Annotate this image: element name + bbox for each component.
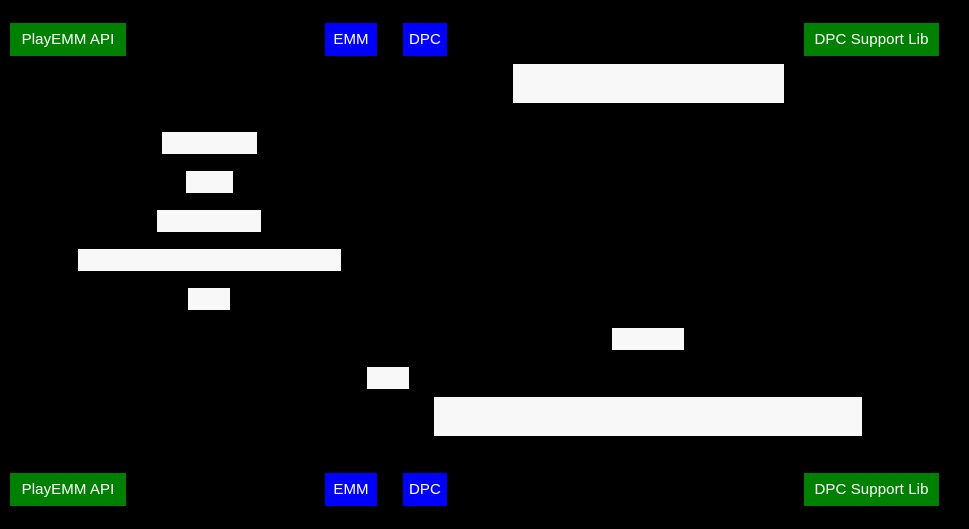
- participant-footer-dpc-label: DPC: [409, 481, 441, 498]
- participant-header-emm-label: EMM: [333, 31, 369, 48]
- participant-header-dpc-support-lib[interactable]: DPC Support Lib: [804, 23, 939, 56]
- participant-header-dpc[interactable]: DPC: [403, 23, 447, 56]
- message-line-1: token: [370, 407, 406, 423]
- message-line-1: androidForWorkAccountSupport: [544, 437, 752, 453]
- message-label-users-generate-authentication-token: users.generateAuthenticationToken(): [78, 249, 341, 305]
- lifeline-playemm-api: [68, 56, 69, 473]
- participant-footer-dpc-support-lib[interactable]: DPC Support Lib: [804, 473, 939, 506]
- message-label-users-update: users.update(): [157, 210, 261, 266]
- participant-footer-emm[interactable]: EMM: [325, 473, 377, 506]
- message-line-1: androidForWorkAccountSupport: [545, 104, 752, 120]
- message-label-users-insert: users.insert(): [162, 132, 257, 188]
- message-label-ensure-working-environment: androidForWorkAccountSupport .ensureWork…: [513, 64, 784, 177]
- participant-header-dpc-support-lib-label: DPC Support Lib: [814, 31, 929, 48]
- message-line-2: .ensureWorkingEnvironment(callback): [526, 161, 771, 177]
- lifeline-emm: [351, 56, 352, 473]
- participant-footer-playemm-api-label: PlayEMM API: [21, 481, 115, 498]
- participant-header-playemm-api[interactable]: PlayEMM API: [10, 23, 126, 56]
- message-label-callback: callback(): [612, 328, 684, 384]
- message-line-1: callback(): [616, 368, 680, 384]
- message-label-token-lower: token: [367, 367, 409, 423]
- participant-header-playemm-api-label: PlayEMM API: [21, 31, 115, 48]
- participant-footer-emm-label: EMM: [333, 481, 369, 498]
- participant-footer-playemm-api[interactable]: PlayEMM API: [10, 473, 126, 506]
- message-line-2: .addAndroidForWorkAccount(token, account…: [454, 494, 842, 510]
- message-label-add-android-for-work-account: androidForWorkAccountSupport .addAndroid…: [434, 397, 862, 510]
- lifeline-dpc-support-lib: [871, 56, 872, 473]
- message-label-user-id: userID: [186, 171, 233, 227]
- participant-header-emm[interactable]: EMM: [325, 23, 377, 56]
- participant-footer-dpc-support-lib-label: DPC Support Lib: [814, 481, 929, 498]
- participant-footer-dpc[interactable]: DPC: [403, 473, 447, 506]
- participant-header-dpc-label: DPC: [409, 31, 441, 48]
- lifeline-dpc: [425, 56, 426, 473]
- message-label-token-upper: token: [188, 288, 230, 344]
- message-line-1: token: [191, 328, 227, 344]
